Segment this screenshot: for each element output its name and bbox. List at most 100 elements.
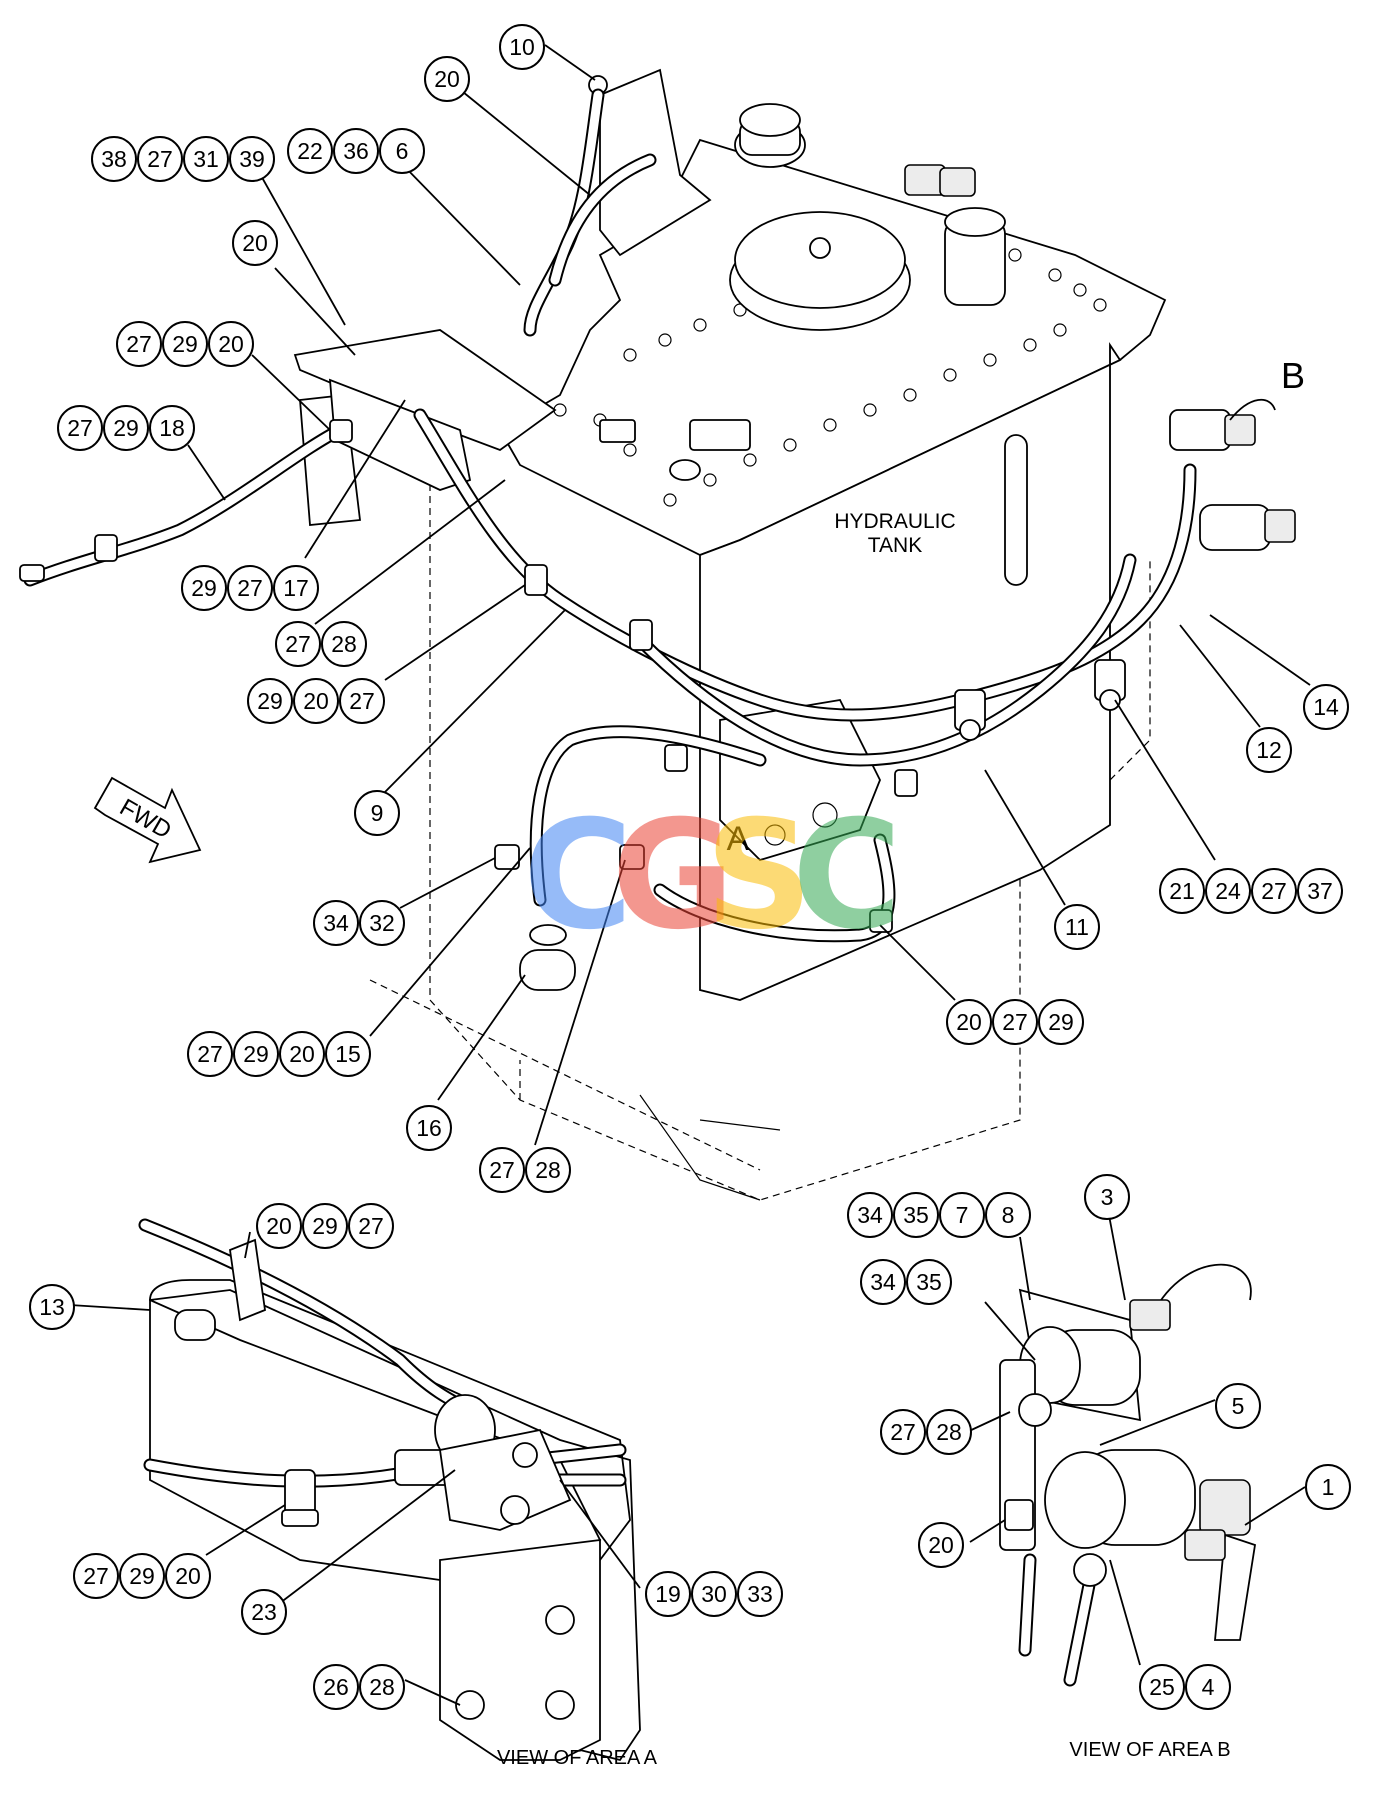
- callout-number: 27: [147, 146, 173, 172]
- callout-group: 25 4: [1139, 1664, 1231, 1710]
- callout-number: 29: [191, 575, 217, 601]
- callout-group: 34 35: [860, 1259, 952, 1305]
- callout-group: 5: [1215, 1383, 1261, 1429]
- hydraulic-tank-label-line1: HYDRAULIC: [834, 510, 955, 533]
- callout-group: 27 29 20: [116, 321, 254, 367]
- callout-number: 18: [159, 415, 185, 441]
- callout-number: 35: [916, 1269, 942, 1295]
- callout-group: 27 29 20 15: [187, 1031, 371, 1077]
- callout-number: 37: [1307, 878, 1333, 904]
- callout-group: 27 29 20: [73, 1553, 211, 1599]
- callout-number: 20: [289, 1041, 315, 1067]
- callout-group: 21 24 27 37: [1159, 868, 1343, 914]
- callout-group: 1: [1305, 1464, 1351, 1510]
- callout-group: 26 28: [313, 1664, 405, 1710]
- callout-number: 19: [655, 1581, 681, 1607]
- callout-number: 27: [890, 1419, 916, 1445]
- callout-number: 4: [1202, 1674, 1215, 1700]
- callout-number: 14: [1313, 694, 1339, 720]
- callout-group: 20: [918, 1522, 964, 1568]
- callout-number: 34: [857, 1202, 883, 1228]
- callout-number: 1: [1322, 1474, 1335, 1500]
- callout-number: 20: [218, 331, 244, 357]
- callout-group: 16: [406, 1105, 452, 1151]
- callout-group: 23: [241, 1589, 287, 1635]
- callout-group: 19 30 33: [645, 1571, 783, 1617]
- callout-number: 39: [239, 146, 265, 172]
- callout-group: 27 28: [479, 1147, 571, 1193]
- watermark-letter: C: [523, 789, 633, 963]
- callout-group: 22 36 6: [287, 128, 425, 174]
- callout-group: 20 27 29: [946, 999, 1084, 1045]
- main-assembly-drawing: [19, 68, 1296, 1201]
- callout-number: 16: [416, 1115, 442, 1141]
- callout-number: 13: [39, 1294, 65, 1320]
- callout-number: 33: [747, 1581, 773, 1607]
- callout-number: 6: [396, 138, 409, 164]
- leader-lines: [69, 44, 1311, 1706]
- callout-group: 34 32: [313, 900, 405, 946]
- callout-group: 38 27 31 39: [91, 136, 275, 182]
- view-area-b-drawing: [999, 1263, 1257, 1687]
- callout-number: 3: [1101, 1184, 1114, 1210]
- callout-group: 13: [29, 1284, 75, 1330]
- callout-number: 26: [323, 1674, 349, 1700]
- watermark-letter: S: [705, 789, 813, 963]
- callout-number: 15: [335, 1041, 361, 1067]
- callout-number: 20: [434, 66, 460, 92]
- callout-group: 20 29 27: [256, 1203, 394, 1249]
- callout-number: 20: [956, 1009, 982, 1035]
- callout-number: 20: [242, 230, 268, 256]
- callout-number: 7: [956, 1202, 969, 1228]
- watermark-logo: C G S C: [523, 789, 902, 963]
- callout-number: 20: [266, 1213, 292, 1239]
- callout-number: 22: [297, 138, 323, 164]
- view-area-a-caption: VIEW OF AREA A: [497, 1747, 658, 1769]
- callout-balloons: 10 20 38 27 31 39 22 36 6 20 27 29 20 27…: [29, 24, 1351, 1710]
- view-area-a-drawing: [138, 1218, 641, 1762]
- callout-number: 29: [172, 331, 198, 357]
- callout-number: 24: [1215, 878, 1241, 904]
- view-area-b-caption: VIEW OF AREA B: [1069, 1739, 1230, 1761]
- callout-number: 27: [489, 1157, 515, 1183]
- callout-number: 36: [343, 138, 369, 164]
- callout-number: 34: [323, 910, 349, 936]
- callout-group: 9: [354, 790, 400, 836]
- callout-number: 35: [903, 1202, 929, 1228]
- callout-number: 27: [67, 415, 93, 441]
- callout-number: 20: [175, 1563, 201, 1589]
- callout-number: 28: [535, 1157, 561, 1183]
- callout-number: 38: [101, 146, 127, 172]
- callout-number: 11: [1065, 914, 1089, 940]
- callout-group: 29 20 27: [247, 678, 385, 724]
- callout-number: 32: [369, 910, 395, 936]
- callout-number: 30: [701, 1581, 727, 1607]
- callout-number: 23: [251, 1599, 277, 1625]
- callout-number: 29: [243, 1041, 269, 1067]
- watermark-letter: C: [792, 789, 902, 963]
- callout-group: 14: [1303, 684, 1349, 730]
- fwd-arrow: FWD: [93, 776, 202, 864]
- callout-number: 27: [237, 575, 263, 601]
- callout-group: 11: [1054, 904, 1100, 950]
- callout-number: 12: [1256, 737, 1282, 763]
- callout-number: 25: [1149, 1674, 1175, 1700]
- callout-number: 20: [928, 1532, 954, 1558]
- callout-group: 27 28: [275, 621, 367, 667]
- callout-group: 10: [499, 24, 545, 70]
- callout-number: 28: [331, 631, 357, 657]
- callout-group: 27 28: [880, 1409, 972, 1455]
- callout-number: 17: [283, 575, 309, 601]
- callout-number: 27: [285, 631, 311, 657]
- callout-number: 27: [1002, 1009, 1028, 1035]
- callout-group: 34 35 7 8: [847, 1192, 1031, 1238]
- callout-number: 27: [1261, 878, 1287, 904]
- callout-number: 20: [303, 688, 329, 714]
- callout-number: 28: [369, 1674, 395, 1700]
- callout-group: 3: [1084, 1174, 1130, 1220]
- hydraulic-tank-label-line2: TANK: [868, 534, 922, 557]
- callout-group: 12: [1246, 727, 1292, 773]
- callout-number: 34: [870, 1269, 896, 1295]
- callout-number: 9: [371, 800, 384, 826]
